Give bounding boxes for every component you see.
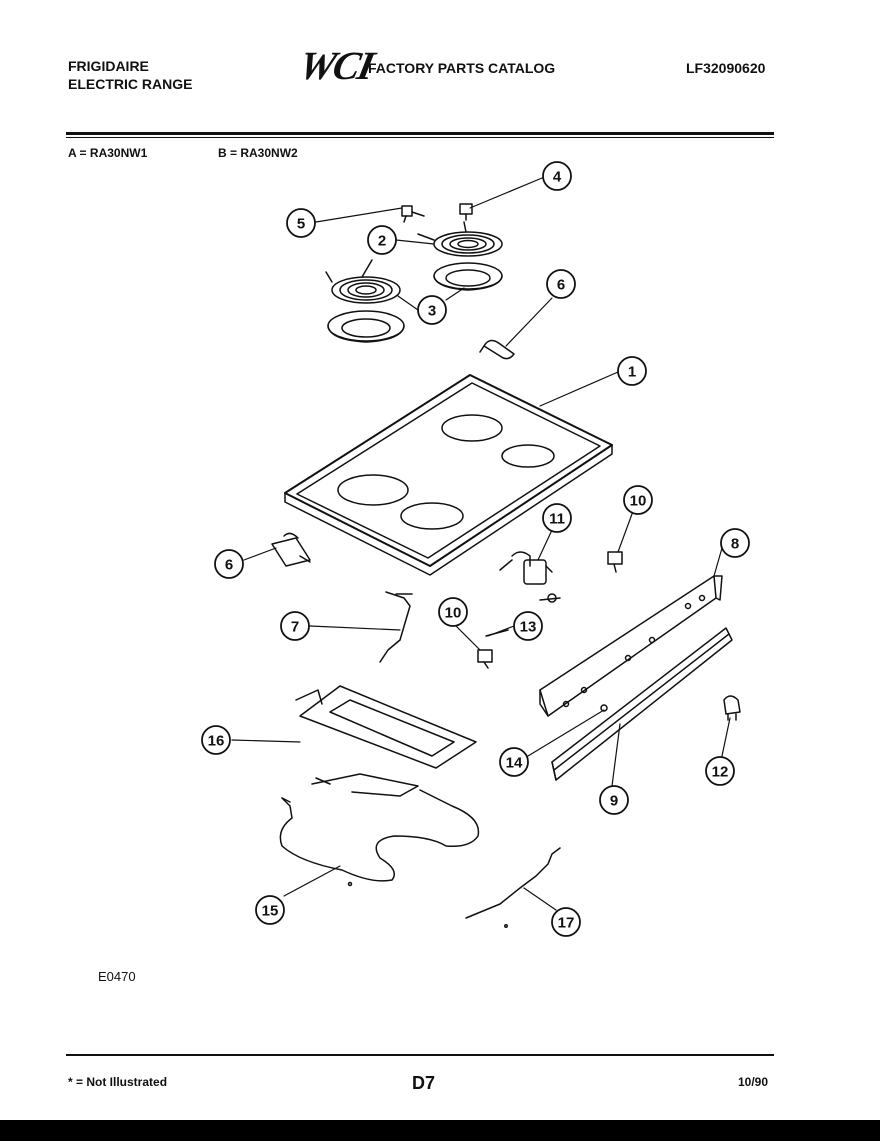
model-a: A = RA30NW1 <box>68 146 148 160</box>
infinite-switch <box>499 551 553 585</box>
receptacle-clip <box>459 203 473 221</box>
broil-element <box>295 685 477 797</box>
callout-6-upper: 6 <box>557 277 565 294</box>
header-rule-bottom <box>66 137 774 138</box>
catalog-number: LF32090620 <box>686 60 766 76</box>
catalog-title: FACTORY PARTS CATALOG <box>368 60 556 76</box>
indicator-light-upper <box>607 551 623 573</box>
mounting-screw <box>600 704 608 712</box>
front-surface-element <box>325 259 401 304</box>
rear-drip-pan <box>433 262 503 291</box>
bake-element <box>279 789 480 887</box>
header-rule-top <box>66 132 774 135</box>
callout-17: 17 <box>558 915 575 932</box>
callout-1: 1 <box>628 364 636 381</box>
callout-7: 7 <box>291 619 299 636</box>
callout-10-lower: 10 <box>445 605 462 622</box>
callout-numbers: 1 2 3 4 5 6 6 7 8 9 10 10 11 12 13 14 15… <box>208 169 740 932</box>
callout-5: 5 <box>297 216 305 233</box>
leader-lines <box>231 177 731 911</box>
callout-9: 9 <box>610 793 618 810</box>
product-name: ELECTRIC RANGE <box>68 76 193 92</box>
callout-16: 16 <box>208 733 225 750</box>
brand-name: FRIGIDAIRE <box>68 58 149 74</box>
model-b: B = RA30NW2 <box>218 146 298 160</box>
callout-12: 12 <box>712 764 729 781</box>
terminal-receptacle <box>401 205 425 223</box>
trim-strip <box>551 627 733 781</box>
indicator-light-lower <box>477 649 493 669</box>
callout-6-lower: 6 <box>225 557 233 574</box>
top-hinge-left <box>271 532 311 567</box>
callout-3: 3 <box>428 303 436 320</box>
callout-4: 4 <box>553 169 562 186</box>
element-clip-upper <box>479 339 515 360</box>
callout-10-upper: 10 <box>630 493 647 510</box>
callout-11: 11 <box>549 511 565 528</box>
front-drip-pan <box>327 310 405 343</box>
callout-15: 15 <box>262 903 279 920</box>
control-panel-bracket <box>539 575 723 717</box>
revision-date: 10/90 <box>738 1075 769 1089</box>
wire-harness-rod <box>379 591 413 663</box>
page-number: D7 <box>412 1073 436 1093</box>
callout-circles <box>201 161 750 937</box>
diagram-code: E0470 <box>98 969 136 984</box>
callout-8: 8 <box>731 536 739 553</box>
not-illustrated-note: * = Not Illustrated <box>68 1075 168 1089</box>
callout-14: 14 <box>506 755 523 772</box>
callout-2: 2 <box>378 233 386 250</box>
signal-lamp <box>723 695 741 721</box>
wiring-lead <box>465 847 561 928</box>
footer-rule <box>66 1054 774 1056</box>
rear-surface-element <box>417 221 503 257</box>
cooktop-main-top <box>284 374 613 576</box>
callout-13: 13 <box>520 619 537 636</box>
